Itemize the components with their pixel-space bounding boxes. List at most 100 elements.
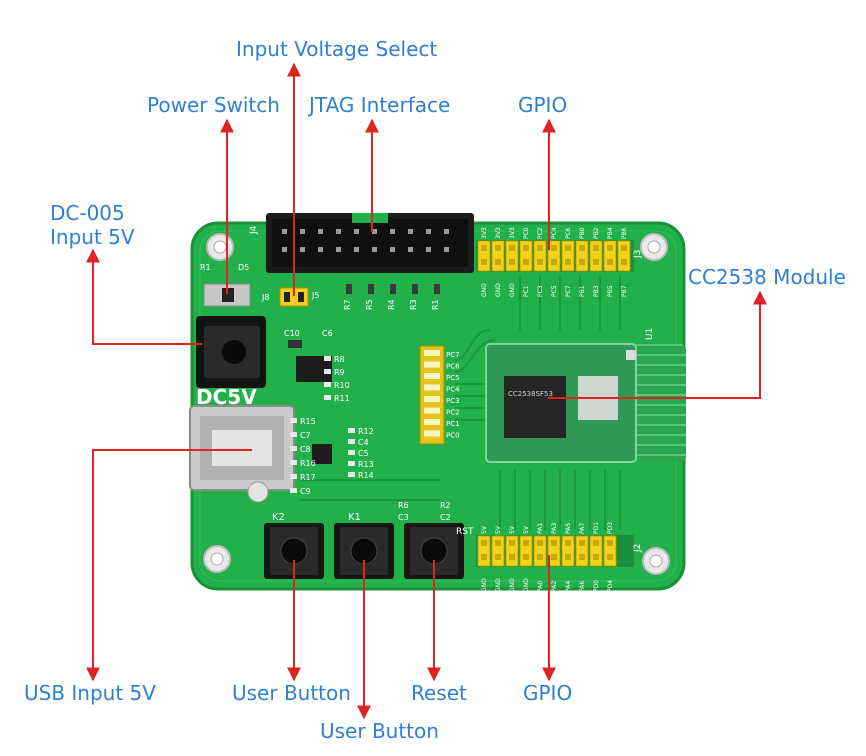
top-header-pin-label-lower: GND <box>495 283 502 297</box>
jtag-connector <box>266 213 474 273</box>
bottom-header-ref-silk: J2 <box>633 544 643 553</box>
led-label: PC0 <box>446 432 460 440</box>
arrow-dc005 <box>86 248 202 345</box>
btn-part-label: R2 <box>440 501 451 510</box>
led <box>424 396 440 402</box>
top-part-label: J8 <box>261 293 269 302</box>
mid-left-part <box>290 460 297 465</box>
top-header-pin-label-upper: PC0 <box>523 227 530 239</box>
resistor-label: R9 <box>334 368 345 377</box>
jtag-pin <box>354 247 359 252</box>
usb-connector <box>189 405 295 503</box>
bottom-header-pin-hole <box>593 540 599 546</box>
resistor-label: R10 <box>334 381 350 390</box>
top-header-pin-hole <box>593 259 599 265</box>
jtag-ref-silk: J4 <box>249 225 259 235</box>
bottom-header-pin-label-lower: GND <box>509 578 516 592</box>
mid-left-label: C9 <box>300 487 311 496</box>
resistor-part <box>324 369 331 374</box>
top-header-pin-hole <box>565 245 571 251</box>
jtag-pin <box>426 229 431 234</box>
top-header-pin-label-lower: PB7 <box>621 285 628 297</box>
bottom-header-pin-hole <box>565 554 571 560</box>
led <box>424 419 440 425</box>
jtag-pin <box>318 247 323 252</box>
bottom-header-pin-label-upper: PA3 <box>551 523 558 534</box>
jtag-pin <box>426 247 431 252</box>
top-header-pin-hole <box>481 245 487 251</box>
bottom-header-pin-hole <box>537 540 543 546</box>
top-header-pin-hole <box>509 259 515 265</box>
bottom-header-pin-hole <box>607 554 613 560</box>
bottom-header-pin-label-lower: PA4 <box>565 581 572 592</box>
top-header-pin-hole <box>551 245 557 251</box>
bottom-header-pin-label-upper: PD1 <box>593 522 600 534</box>
top-part-label: R1 <box>200 263 211 272</box>
label-reset: Reset <box>411 681 467 705</box>
top-header-pin-label-upper: PC2 <box>537 227 544 239</box>
bottom-header-pin-label-upper: PD3 <box>607 522 614 534</box>
top-header-pin-label-lower: PB5 <box>607 285 614 297</box>
mid-left-part <box>290 446 297 451</box>
pcb-traces <box>300 275 621 530</box>
led-label: PC4 <box>446 386 460 394</box>
jtag-row-label: R1 <box>431 299 440 310</box>
led-label: PC5 <box>446 374 460 382</box>
bottom-header-pin-label-lower: GND <box>481 578 488 592</box>
mid-left-part <box>290 488 297 493</box>
resistor-part <box>324 356 331 361</box>
top-header-pin-hole <box>509 245 515 251</box>
bottom-header-pin-hole <box>607 540 613 546</box>
jtag-pin <box>390 229 395 234</box>
jtag-pin <box>390 247 395 252</box>
mid-label: C5 <box>358 449 369 458</box>
bottom-header-pin-label-upper: 5V <box>495 525 502 534</box>
bottom-header-pin-label-upper: PA7 <box>579 523 586 534</box>
bottom-header-pin-hole <box>495 554 501 560</box>
bottom-header-pin-label-upper: PA5 <box>565 523 572 534</box>
mid-left-label: R17 <box>300 473 316 482</box>
bottom-header-pin-label-upper: 5V <box>481 525 488 534</box>
mid-left-part <box>290 432 297 437</box>
bottom-header-pin-label-upper: PA1 <box>537 523 544 534</box>
jtag-row-part <box>412 284 418 294</box>
jtag-pin <box>408 247 413 252</box>
mid-left-label: C8 <box>300 445 311 454</box>
led <box>424 361 440 368</box>
top-header-pin-label-lower: PC5 <box>551 285 558 297</box>
top-header-pin-label-upper: PB0 <box>579 227 586 239</box>
top-header-pin-label-upper: PB4 <box>607 227 614 239</box>
top-header-pin-hole <box>523 259 529 265</box>
top-header-pin-label-upper: 3V3 <box>509 227 516 239</box>
dc5v-silk: DC5V <box>196 385 257 409</box>
arrow-usb <box>86 449 252 682</box>
jtag-row-part <box>434 284 440 294</box>
label-user-button-1: User Button <box>232 681 351 705</box>
label-gpio-bottom: GPIO <box>523 681 573 705</box>
top-header-pin-label-lower: PB3 <box>593 285 600 297</box>
label-input-voltage-select: Input Voltage Select <box>236 37 438 61</box>
label-jtag-interface: JTAG Interface <box>309 93 451 117</box>
mid-left-label: R16 <box>300 459 316 468</box>
mid-part <box>348 428 355 433</box>
top-header-pin-label-lower: PC7 <box>565 285 572 297</box>
mid-left-part <box>290 474 297 479</box>
bottom-header-pin-label-lower: PD0 <box>593 580 600 592</box>
top-header-pin-label-lower: PB1 <box>579 285 586 297</box>
led-label: PC6 <box>446 363 460 371</box>
led-label: PC7 <box>446 351 460 359</box>
top-header-pin-hole <box>523 245 529 251</box>
top-part-label: C10 <box>284 329 300 338</box>
bottom-header-pin-hole <box>537 554 543 560</box>
bottom-header-pin-hole <box>481 554 487 560</box>
jtag-pin <box>282 229 287 234</box>
jtag-row-label: R5 <box>365 299 374 310</box>
jtag-row-label: R3 <box>409 299 418 310</box>
bottom-header-pin-hole <box>523 540 529 546</box>
power-switch <box>203 283 251 307</box>
led-label: PC3 <box>446 397 460 405</box>
jtag-pin <box>300 229 305 234</box>
